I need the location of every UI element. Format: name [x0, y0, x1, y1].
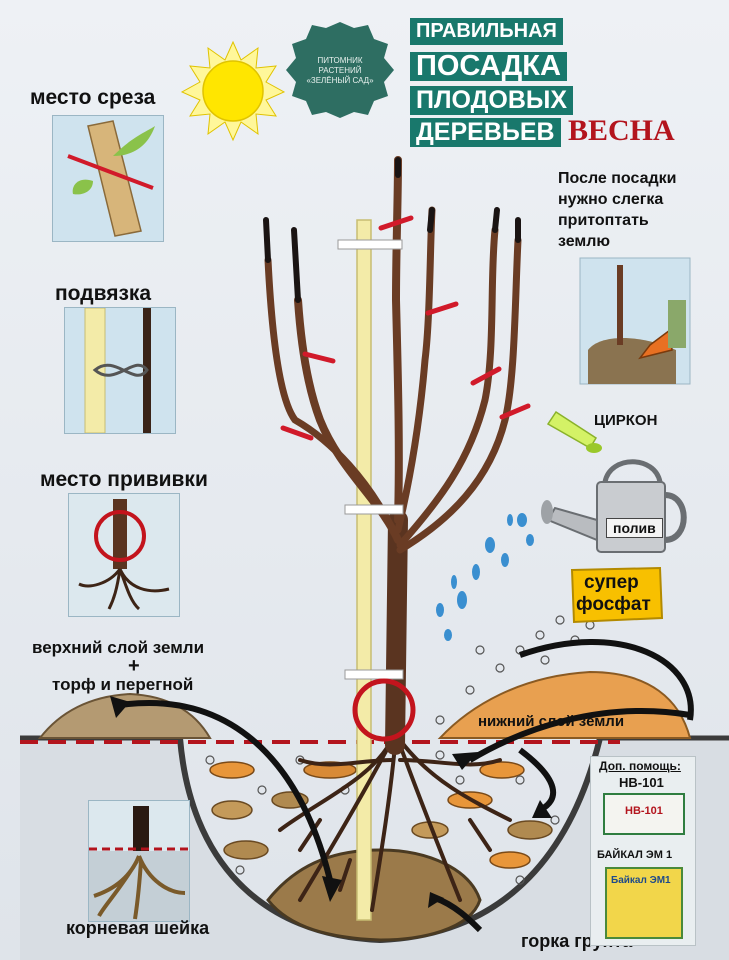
- graft-place-label: место прививки: [40, 468, 208, 491]
- after-planting-line4: землю: [558, 233, 611, 250]
- nursery-badge: [286, 22, 394, 118]
- graft-detail-illustration: [78, 499, 170, 611]
- soil-arrowheads: [110, 696, 552, 908]
- after-planting-line3: притоптать: [558, 212, 649, 229]
- root-collar-label: корневая шейка: [66, 918, 210, 938]
- hb101-pack-text: HB-101: [625, 805, 663, 817]
- badge-line1: ПИТОМНИК: [317, 56, 363, 65]
- cut-place-panel: [52, 115, 164, 242]
- badge-line3: «ЗЕЛЁНЫЙ САД»: [306, 76, 374, 85]
- zircon-vial-icon: [546, 410, 602, 453]
- after-planting-line1: После посадки: [558, 170, 677, 187]
- baikal-pack-text: Байкал ЭМ1: [611, 875, 671, 886]
- superphosphate-line1: супер: [584, 572, 639, 593]
- root-collar-illustration: [89, 806, 189, 921]
- stomp-illustration: [579, 257, 691, 385]
- title-line-3: ПЛОДОВЫХ: [410, 86, 574, 115]
- soil-clods: [209, 761, 553, 869]
- superphosphate-bag-icon: [570, 566, 664, 624]
- season-label: ВЕСНА: [568, 114, 675, 147]
- tree: [263, 156, 522, 755]
- topsoil-label-line2: торф и перегной: [52, 675, 194, 694]
- cut-place-label: место среза: [30, 86, 156, 109]
- nursery-badge-text: ПИТОМНИК РАСТЕНИЙ «ЗЕЛЁНЫЙ САД»: [300, 56, 380, 86]
- baikal-pack-icon: Байкал ЭМ1: [605, 867, 683, 939]
- tie-label: подвязка: [55, 282, 152, 305]
- watering-label: полив: [606, 518, 663, 538]
- topsoil-label-line1: верхний слой земли: [32, 638, 205, 657]
- root-collar-panel: [88, 800, 190, 922]
- extra-help-product1: HB-101: [619, 775, 664, 790]
- subsoil-label: нижний слой земли: [478, 713, 625, 730]
- extra-help-product2: БАЙКАЛ ЭМ 1: [597, 849, 673, 861]
- sun-icon: [180, 40, 286, 142]
- extra-help-title: Доп. помощь:: [599, 759, 681, 773]
- title-line-4: ДЕРЕВЬЕВ: [410, 118, 561, 147]
- hb101-pack-icon: HB-101: [603, 793, 685, 835]
- tie-detail-illustration: [84, 307, 151, 434]
- title-line-1: ПРАВИЛЬНАЯ: [410, 18, 563, 45]
- stake-ties: [337, 239, 404, 680]
- tie-panel: [64, 307, 176, 434]
- cut-marks: [280, 215, 531, 441]
- water-drops: [436, 513, 534, 641]
- after-planting-note: После посадки нужно слегка притоптать зе…: [558, 168, 676, 252]
- zircon-label: ЦИРКОН: [594, 412, 658, 429]
- support-stake: [356, 219, 372, 921]
- graft-highlight-circle: [352, 678, 416, 742]
- cut-detail-illustration: [67, 120, 155, 237]
- tree-roots: [278, 738, 512, 912]
- badge-line2: РАСТЕНИЙ: [318, 66, 362, 75]
- after-planting-line2: нужно слегка: [558, 191, 664, 208]
- title-line-2: ПОСАДКА: [410, 52, 567, 81]
- topsoil-plus: +: [128, 655, 140, 677]
- superphosphate-line2: фосфат: [576, 594, 651, 615]
- soil-arrows: [119, 639, 694, 933]
- graft-panel: [68, 493, 180, 617]
- extra-help-panel: Доп. помощь: HB-101 HB-101 БАЙКАЛ ЭМ 1 Б…: [590, 756, 696, 946]
